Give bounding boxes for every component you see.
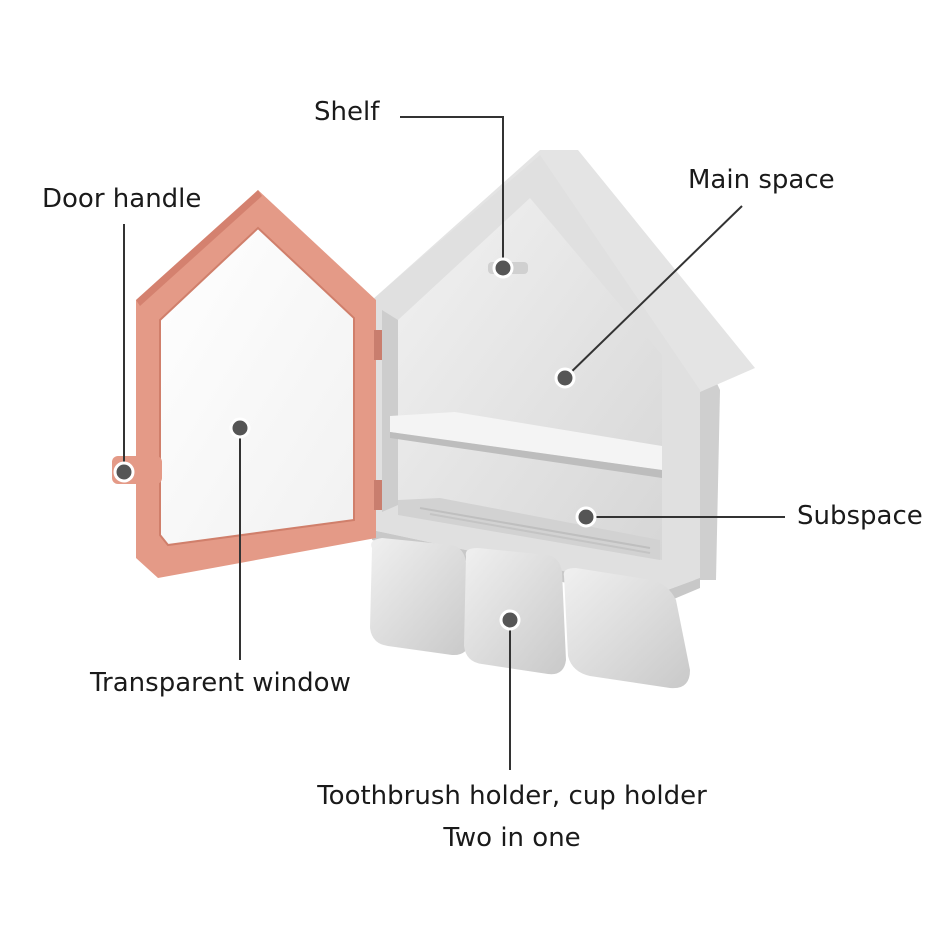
label-transparent-window: Transparent window	[90, 668, 351, 698]
leader-shelf	[400, 116, 504, 268]
label-shelf: Shelf	[314, 97, 380, 127]
middle-shelf	[390, 412, 662, 478]
label-holder-line1: Toothbrush holder, cup holder	[317, 781, 707, 811]
door	[112, 190, 382, 578]
label-main-space: Main space	[688, 165, 835, 195]
cup-holders	[370, 538, 690, 689]
callout-leaders	[123, 116, 785, 770]
dot-holder	[499, 609, 521, 631]
cup-right	[563, 568, 690, 689]
label-subspace: Subspace	[797, 501, 923, 531]
dot-main-space	[554, 367, 576, 389]
dot-door-handle	[113, 461, 135, 483]
dot-subspace	[575, 506, 597, 528]
dot-shelf	[492, 257, 514, 279]
main-space-interior	[398, 198, 662, 560]
subspace-floor	[398, 498, 660, 560]
dot-transparent-window	[229, 417, 251, 439]
label-holder-line2: Two in one	[443, 823, 581, 853]
transparent-window	[159, 226, 355, 547]
leader-main-space	[564, 205, 743, 379]
cabinet-inner-left	[382, 310, 398, 512]
label-door-handle: Door handle	[42, 184, 202, 214]
callout-dots	[113, 257, 597, 631]
cup-left	[370, 538, 470, 656]
